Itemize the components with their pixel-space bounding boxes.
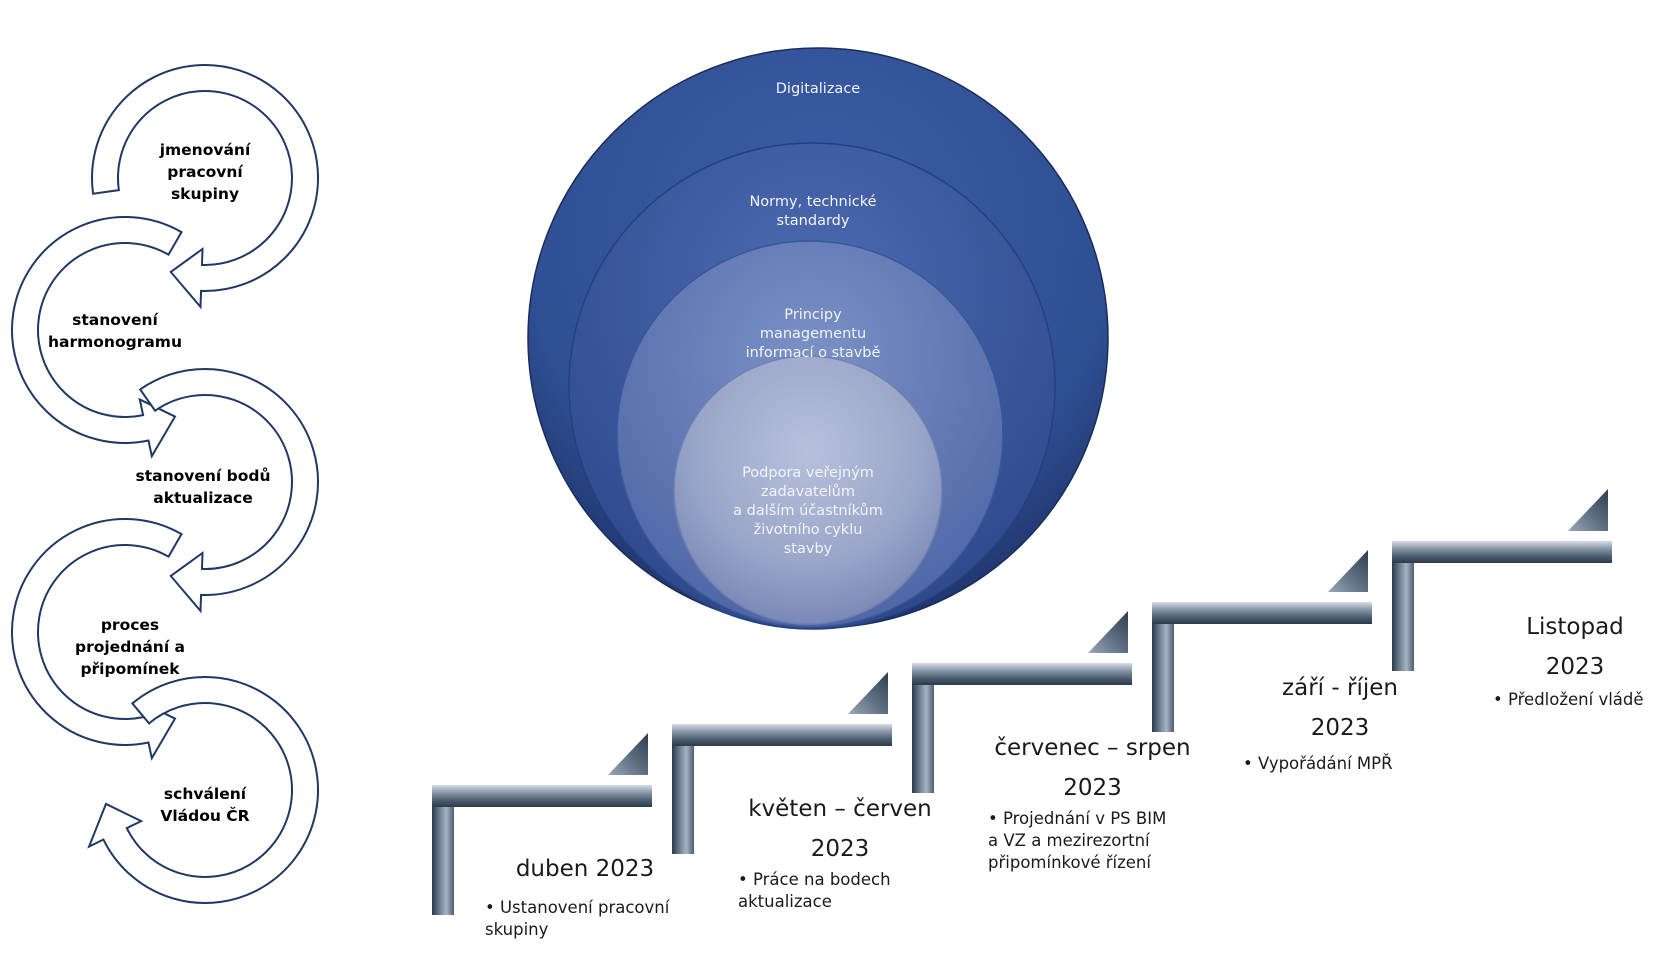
timeline-frame-4 [1152,550,1372,732]
cycle-step-3-label: stanovení bodů aktualizace [135,467,271,507]
timeline-step-1-bullet: • Ustanovení pracovní skupiny [485,898,670,939]
timeline-step-triangle [1568,489,1608,531]
timeline-steps [432,489,1612,915]
timeline-frame-side-bar [672,724,694,854]
timeline-step-4-bullet: • Vypořádání MPŘ [1243,754,1393,773]
circle-label-podpora: Podpora veřejným zadavatelům a dalším úč… [733,465,883,557]
timeline-step-5-bullet: • Předložení vládě [1493,690,1644,709]
timeline-frame-3 [912,611,1132,793]
timeline-step-3-title: červenec – srpen 2023 [994,735,1191,801]
timeline-step-3-bullet: • Projednání v PS BIM a VZ a mezirezortn… [988,809,1167,872]
timeline-step-1-title: duben 2023 [515,856,655,882]
timeline-frame-side-bar [1392,541,1414,671]
timeline-frame-side-bar [912,663,934,793]
cycle-arrow-1 [91,64,319,310]
circle-podpora [673,355,943,625]
timeline-step-triangle [608,733,648,775]
cycle-step-5-label: schválení Vládou ČR [160,785,250,825]
timeline-step-2-bullet: • Práce na bodech aktualizace [738,870,891,911]
cycle-arrow-2 [11,216,183,459]
timeline-frame-top-bar [1392,541,1612,563]
timeline-step-triangle [848,672,888,714]
cycle-arrow-3 [138,368,319,614]
timeline-step-5-title: Listopad 2023 [1526,614,1624,680]
timeline-frame-top-bar [672,724,892,746]
circle-label-normy: Normy, technické standardy [749,194,877,229]
timeline-frame-side-bar [432,785,454,915]
timeline-frame-top-bar [432,785,652,807]
timeline-step-triangle [1328,550,1368,592]
timeline-step-4-title: září - říjen 2023 [1282,675,1398,741]
timeline-frame-1 [432,733,652,915]
cycle-step-2-label: stanovení harmonogramu [47,311,182,351]
timeline-frame-top-bar [912,663,1132,685]
timeline-frame-2 [672,672,892,854]
cycle-arrow-5 [87,676,319,904]
cycle-arrow-4 [11,518,183,761]
cycle-step-4-label: proces projednání a připomínek [74,616,185,678]
circle-label-digitalizace: Digitalizace [775,81,861,97]
process-cycle-arrows [11,64,319,904]
timeline-step-2-title: květen – červen 2023 [748,796,932,862]
circle-label-principy: Principy managementu informací o stavbě [745,307,881,361]
timeline-frame-5 [1392,489,1612,671]
timeline-frame-side-bar [1152,602,1174,732]
cycle-step-1-label: jmenování pracovní skupiny [159,141,251,203]
timeline-step-triangle [1088,611,1128,653]
nested-circles [527,47,1109,630]
timeline-frame-top-bar [1152,602,1372,624]
